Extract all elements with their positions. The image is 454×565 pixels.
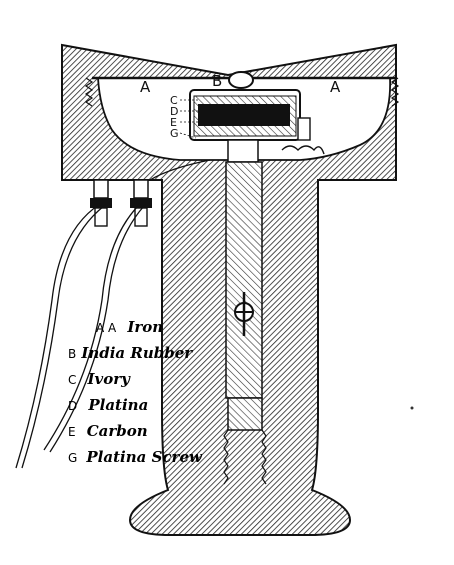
- socket-thread-left: [223, 429, 229, 485]
- thread-left: [84, 77, 94, 107]
- stray-dot: [410, 406, 414, 410]
- internal-wire: [149, 159, 211, 181]
- spring-coil: [281, 145, 325, 155]
- legend-row: A A Iron: [96, 317, 163, 336]
- legend-row: B India Rubber: [68, 343, 193, 362]
- legend: A A Iron B India Rubber C Ivory D Platin…: [68, 317, 203, 466]
- wire-outer-2: [21, 205, 105, 469]
- label-iron-right: A: [330, 78, 341, 96]
- wire-inner: [43, 203, 141, 451]
- wire-outer: [15, 203, 101, 469]
- label-iron-left: A: [140, 78, 151, 96]
- legend-row: E Carbon: [68, 421, 148, 440]
- label-leaders: [179, 99, 198, 139]
- label-stack-e: E: [170, 116, 177, 129]
- legend-row: C Ivory: [68, 369, 131, 388]
- label-rubber: B: [212, 72, 222, 90]
- label-stack-c: C: [170, 94, 178, 107]
- side-bracket: [297, 117, 311, 141]
- label-stack-g: G: [170, 127, 179, 140]
- legend-row: G Platina Screw: [68, 447, 203, 466]
- legend-row: D Platina: [68, 395, 148, 414]
- rubber-ring: [228, 71, 254, 89]
- carbon-disc: [198, 104, 290, 126]
- socket-thread-right: [261, 429, 267, 485]
- wire-inner-2: [49, 205, 145, 453]
- threaded-socket: [227, 397, 263, 431]
- label-stack-d: D: [170, 105, 178, 118]
- thread-right: [390, 77, 400, 107]
- binding-post-left: [90, 179, 112, 227]
- stem-channel: [225, 161, 263, 399]
- screw-column: [227, 139, 259, 163]
